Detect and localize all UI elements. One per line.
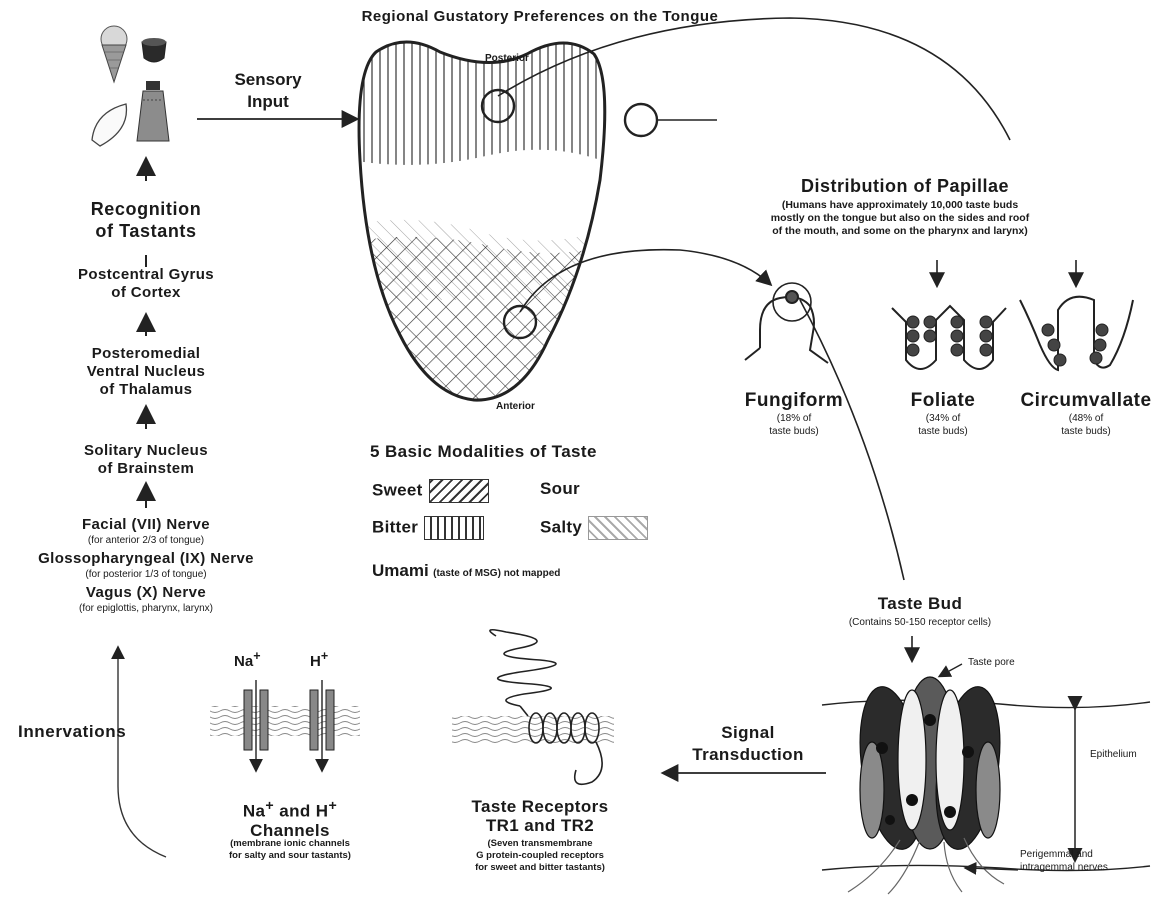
salty-swatch <box>588 516 648 540</box>
lemon-icon <box>92 104 126 146</box>
innervations-label: Innervations <box>18 722 126 742</box>
ion-channels-drawing <box>210 680 360 770</box>
papillae-heading: Distribution of Papillae <box>760 176 1050 197</box>
papillae-note: (Humans have approximately 10,000 taste … <box>680 199 1120 238</box>
h-channel <box>310 680 334 770</box>
modalities-heading: 5 Basic Modalities of Taste <box>370 442 597 462</box>
legend-sweet: Sweet <box>372 479 489 503</box>
cranial-nerves: Facial (VII) Nerve (for anterior 2/3 of … <box>0 516 292 615</box>
circumvallate-drawing <box>1020 297 1133 370</box>
foliate-drawing <box>892 306 1006 369</box>
fungiform-drawing <box>745 283 828 363</box>
taste-bud-note: (Contains 50-150 receptor cells) <box>790 616 1050 629</box>
posterior-label: Posterior <box>485 52 529 65</box>
bitter-swatch <box>424 516 484 540</box>
anterior-label: Anterior <box>496 400 535 413</box>
legend-sour: Sour <box>540 479 580 499</box>
h-label: H+ <box>310 649 328 670</box>
page-title: Regional Gustatory Preferences on the To… <box>240 8 840 25</box>
innervation-loop <box>118 648 166 857</box>
sweet-swatch <box>429 479 489 503</box>
channels-title: Na+ and H+ Channels <box>190 797 390 840</box>
na-label: Na+ <box>234 649 261 670</box>
epithelium-label: Epithelium <box>1090 748 1137 761</box>
na-channel <box>244 680 268 770</box>
taste-pore-label: Taste pore <box>968 656 1015 669</box>
legend-bitter: Bitter <box>372 516 484 540</box>
legend-umami: Umami (taste of MSG) not mapped <box>372 561 560 581</box>
coffee-cup-icon <box>142 38 166 62</box>
taste-receptor-drawing <box>452 630 614 785</box>
legend-salty: Salty <box>540 516 648 540</box>
salt-shaker-icon <box>137 81 169 141</box>
taste-bud-heading: Taste Bud <box>800 594 1040 614</box>
ice-cream-icon <box>101 26 127 82</box>
food-icons <box>92 26 169 146</box>
